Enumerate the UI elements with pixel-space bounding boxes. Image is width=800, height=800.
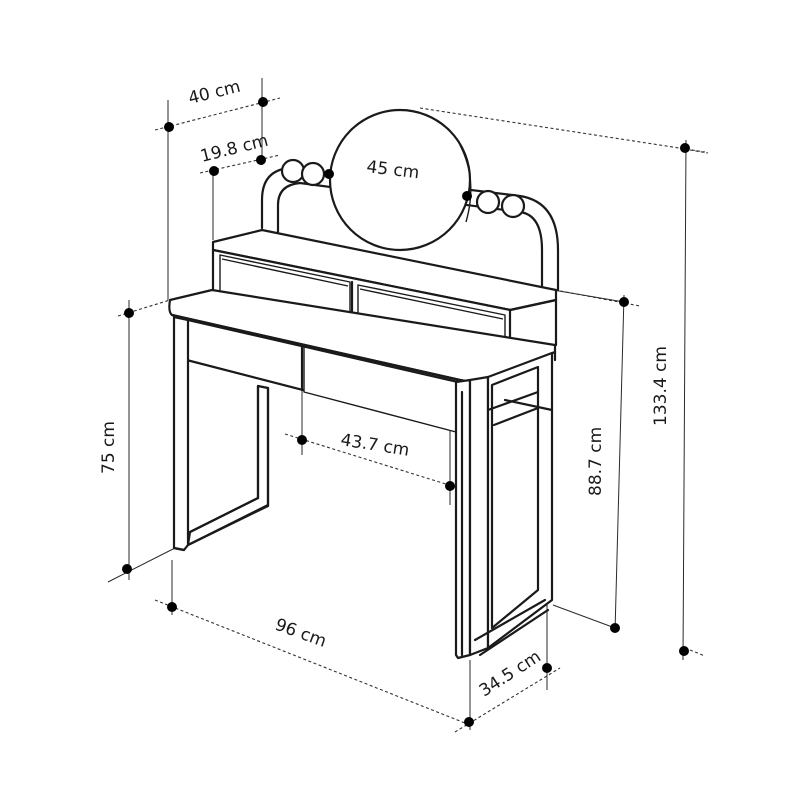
light-frame-arch xyxy=(260,166,560,292)
label-drawer-width: 43.7 cm xyxy=(339,430,410,461)
label-overall-height: 133.4 cm xyxy=(651,346,671,426)
right-leg-frame xyxy=(454,351,554,660)
vanity-table-drawing xyxy=(168,108,560,660)
dimension-dots xyxy=(122,97,690,727)
label-shelf-top-height: 88.7 cm xyxy=(586,427,606,496)
label-leg-depth: 34.5 cm xyxy=(476,647,545,701)
label-table-height: 75 cm xyxy=(99,421,119,474)
label-overall-depth: 40 cm xyxy=(186,77,242,109)
bulb-icons xyxy=(280,158,526,219)
label-overall-width: 96 cm xyxy=(272,615,329,652)
left-leg-frame xyxy=(172,315,270,552)
